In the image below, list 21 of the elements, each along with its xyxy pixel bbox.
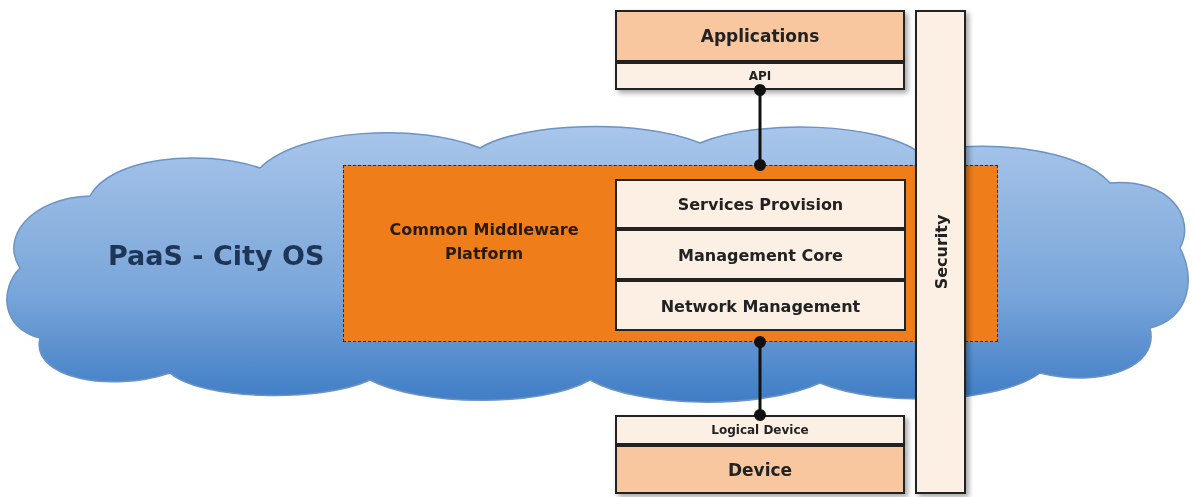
cloud-title: PaaS - City OS — [108, 240, 325, 271]
layer-box — [615, 10, 905, 62]
layer-box — [615, 445, 905, 494]
box-label: Device — [726, 459, 794, 480]
box-label: Security — [931, 214, 950, 290]
layer-box — [615, 179, 906, 229]
connector-line — [754, 84, 766, 171]
box-label: API — [747, 69, 773, 83]
platform-box — [343, 165, 998, 342]
box-label: Common Middleware Platform — [388, 219, 580, 265]
layer-box — [615, 229, 906, 280]
box-label: Network Management — [659, 296, 862, 315]
security-bar — [915, 10, 966, 494]
box-label: Management Core — [677, 245, 844, 264]
interface-box — [615, 415, 905, 445]
box-label: Logical Device — [710, 423, 810, 437]
layer-box — [615, 280, 906, 331]
box-label: Applications — [699, 26, 821, 46]
interface-box — [615, 62, 905, 90]
connector-line — [754, 336, 766, 421]
box-label: Services Provision — [676, 194, 845, 214]
